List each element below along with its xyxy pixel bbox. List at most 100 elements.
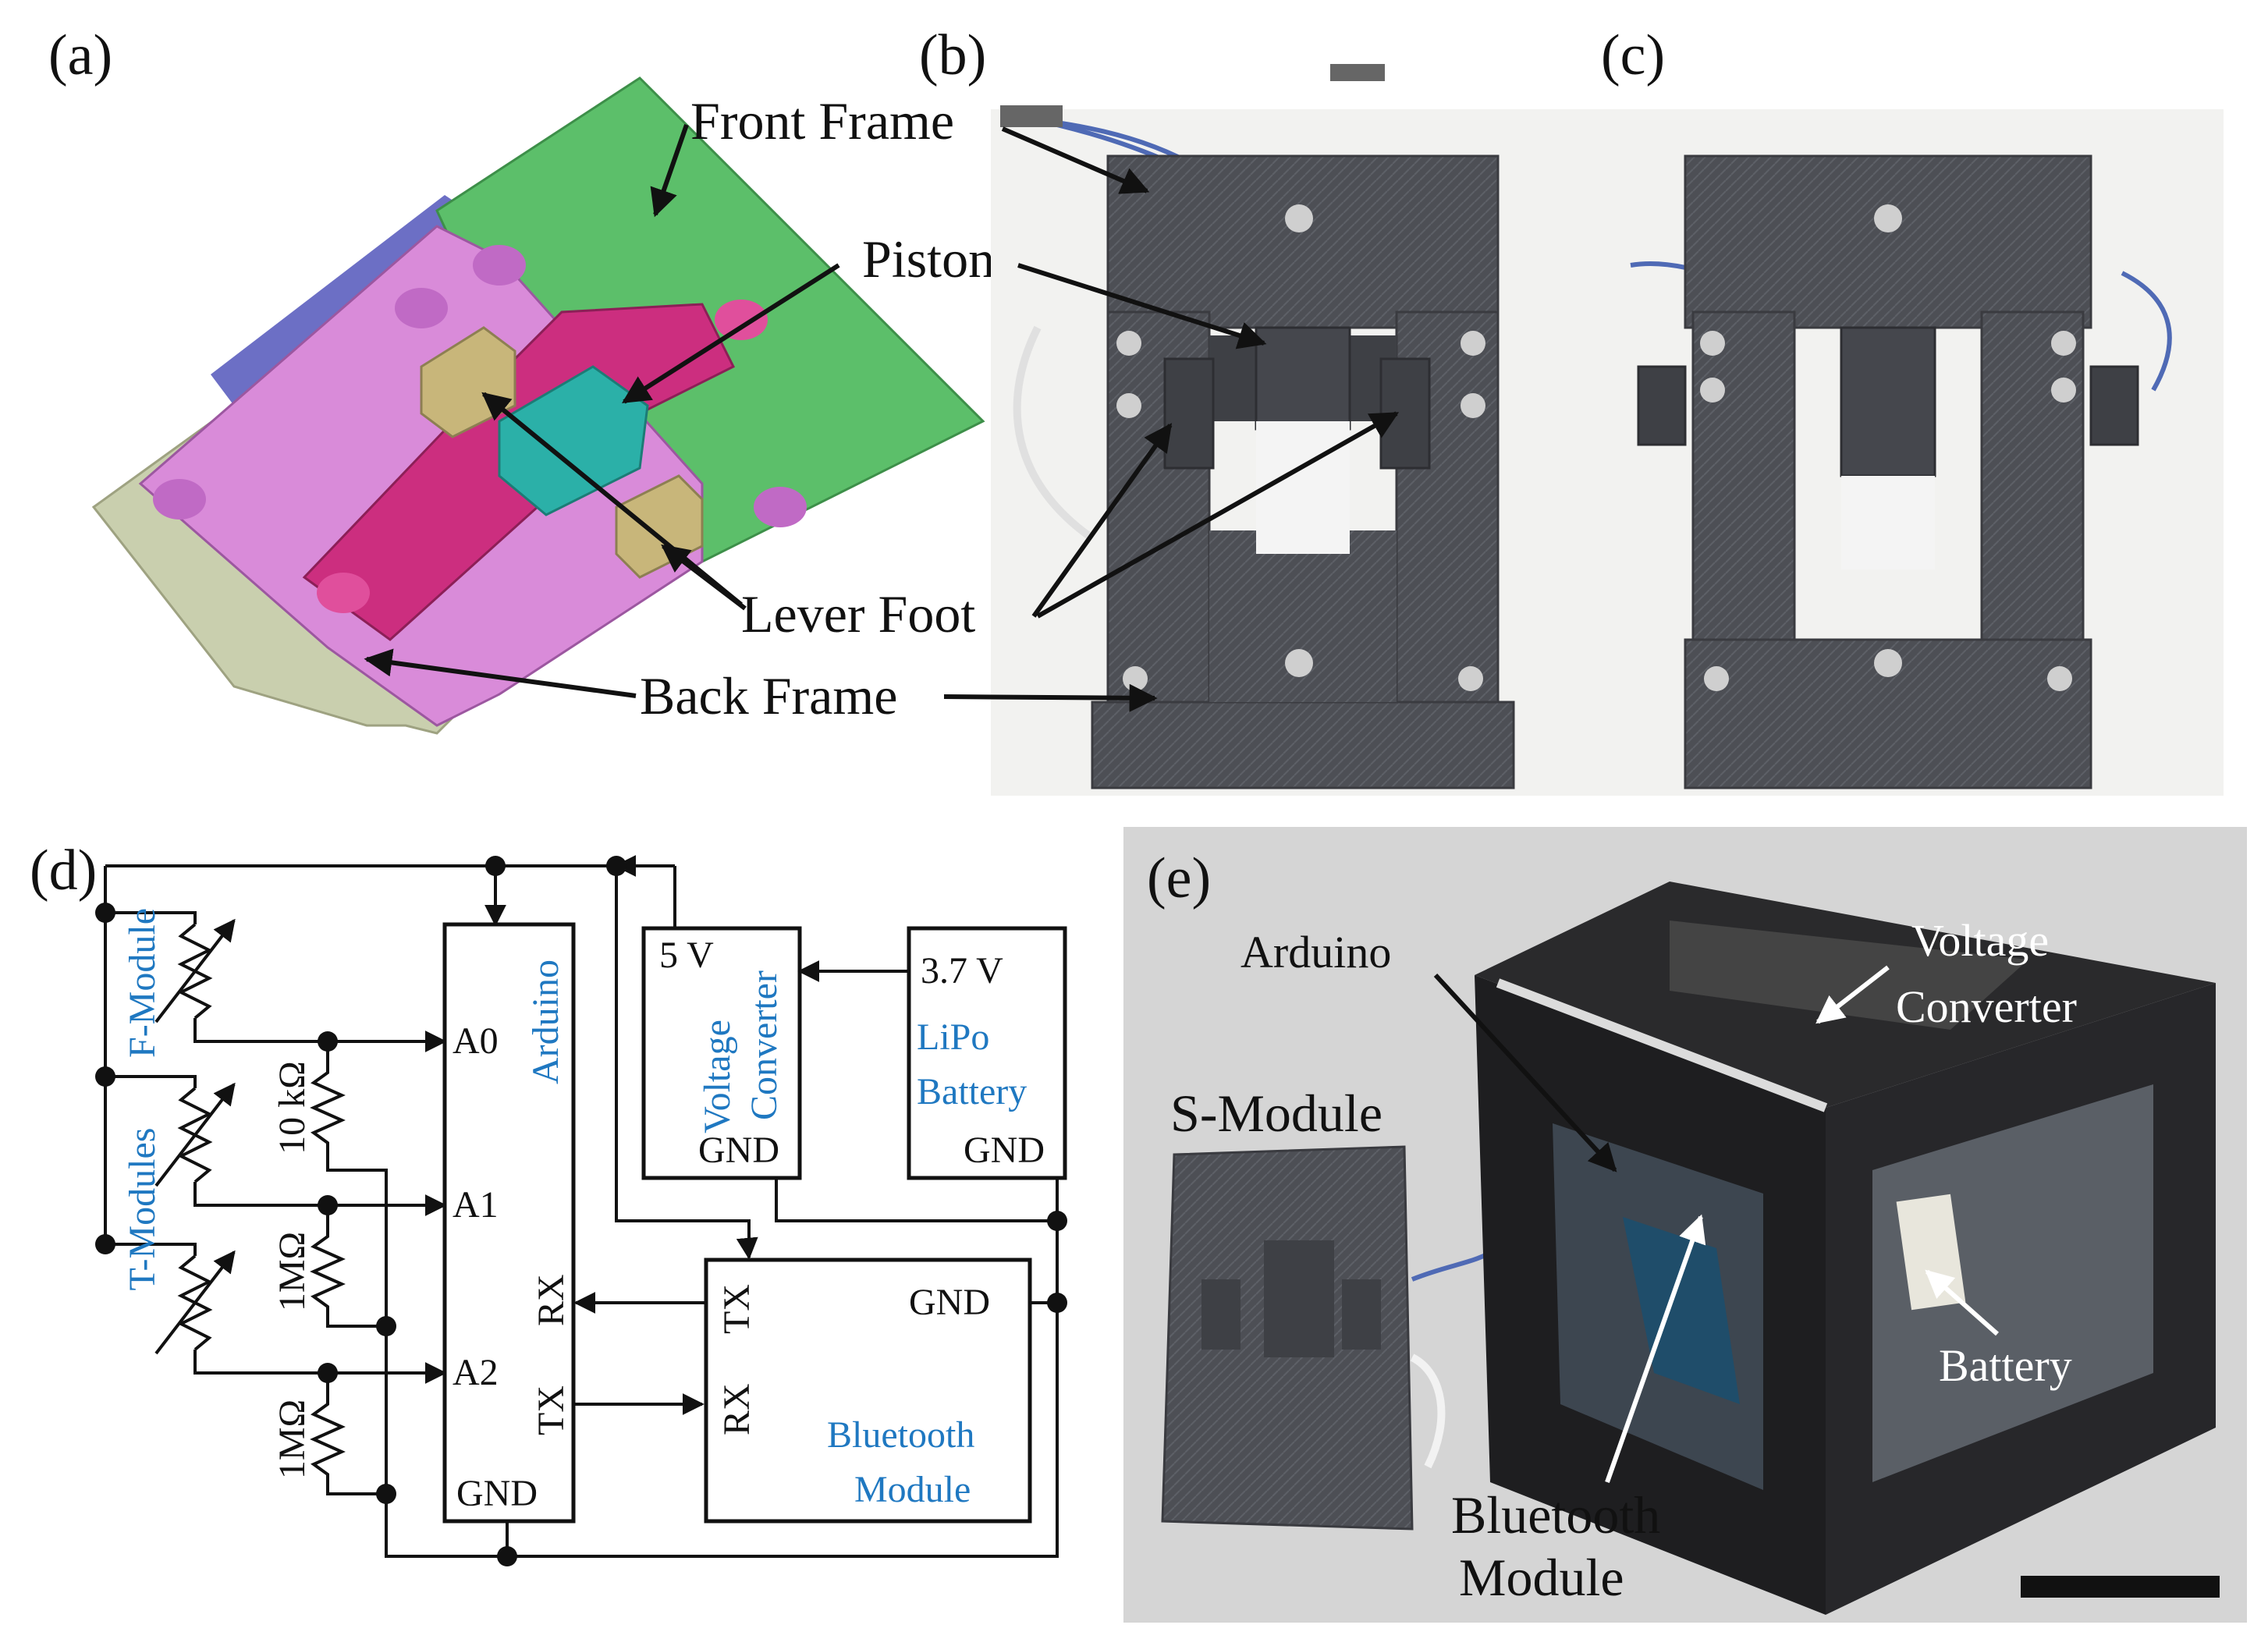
arrow-converter-e [1815,965,1890,1024]
junction-dot [376,1484,396,1504]
scale-bar [2021,1576,2220,1598]
bt-pin-gnd: GND [909,1282,990,1323]
resistor-1m-1-label: 1MΩ [272,1232,313,1311]
arrow-back-frame-a [364,648,637,698]
label-arduino-e: Arduino [1240,927,1391,977]
s-module-photo-e [1161,1145,1500,1531]
t-modules-label: T-Modules [122,1128,163,1291]
junction-dot [1047,1293,1067,1313]
converter-5v: 5 V [659,935,714,976]
junction-dot [1047,1211,1067,1231]
bt-pin-tx: TX [716,1284,758,1334]
bt-title-1: Bluetooth [827,1414,974,1456]
wire [2121,271,2172,392]
arrow-lever-foot-b-1 [1031,423,1173,618]
junction-dot [318,1195,338,1215]
junction-dot [497,1546,517,1566]
bluetooth-block [704,1258,1032,1524]
resistor-1m-1 [310,1205,386,1328]
arduino-pin-tx: TX [531,1385,572,1435]
junction-dot [318,1031,338,1052]
label-front-frame: Front Frame [690,91,954,151]
arrow-piston-b [1017,263,1267,349]
variable-resistor-arrow [154,1082,236,1187]
resistor-1m-2 [310,1373,386,1495]
resistor-1m-2-label: 1MΩ [272,1399,313,1479]
bolt-hole [754,487,807,527]
arduino-block [442,922,576,1524]
panel-label-b: (b) [919,23,986,87]
arduino-pin-a2: A2 [453,1352,499,1393]
label-piston: Piston [862,229,995,289]
bolt-hole [153,479,206,520]
panel-e: (e) Arduino Voltage Converter [1123,827,2247,1623]
label-converter-e-2: Converter [1896,981,2077,1032]
s-module-photo-c [1637,154,2139,789]
label-bluetooth-e-2: Module [1459,1548,1624,1607]
junction-dot [318,1363,338,1383]
junction-dot [606,856,626,876]
junction-dot [376,1316,396,1336]
panel-label-c: (c) [1601,23,1665,87]
panel-label-a: (a) [48,23,112,87]
arduino-pin-a1: A1 [453,1184,499,1226]
arduino-pin-a0: A0 [453,1020,499,1062]
label-s-module-e: S-Module [1170,1084,1382,1143]
label-lever-foot: Lever Foot [741,584,975,644]
arrow-lever-foot-a-1 [481,392,743,607]
arrow-lever-foot-b-2 [1036,411,1400,619]
arrow-back-frame-b [943,683,1158,712]
battery-title-2: Battery [917,1071,1027,1112]
arduino-title: Arduino [525,960,566,1084]
resistor-10k-label: 10 kΩ [272,1061,313,1155]
wire [105,1243,197,1256]
arrow-bluetooth-e [1605,1214,1706,1483]
arrow-front-frame-b [1001,126,1150,194]
label-bluetooth-e-1: Bluetooth [1451,1485,1660,1545]
converter-title-2: Converter [744,970,785,1120]
converter-gnd: GND [698,1130,779,1171]
wire [193,1350,328,1375]
panel-c: (c) [1601,23,2172,789]
junction-dot [95,1066,115,1087]
variable-resistor-arrow [154,1250,236,1355]
converter-gnd-wire [775,1178,1057,1222]
panel-label-e: (e) [1147,846,1211,910]
resistor-10k [310,1041,388,1326]
bolt-hole [317,573,370,613]
wire [193,1182,328,1207]
blue-rail-part [211,195,468,406]
bt-title-2: Module [854,1469,971,1510]
wire-connector [1330,64,1385,81]
arrow-battery-e [1925,1269,1999,1336]
bolt-hole [473,245,526,286]
arrow-lever-foot-a-2 [661,544,747,611]
s-module-photo-b [1091,154,1515,789]
variable-resistor-arrow [154,918,236,1023]
f-module-label: F-Module [122,908,163,1058]
ground-rail [385,1303,1059,1558]
battery-block [907,926,1067,1180]
arrow-piston-a [621,263,840,404]
bolt-hole [715,300,768,340]
battery-voltage: 3.7 V [921,950,1003,992]
arrow-arduino-e [1433,973,1617,1172]
panel-d: (d) A0 A1 A2 GND [30,839,1067,1566]
wire [105,1075,197,1088]
wire [1013,325,1095,542]
label-converter-e-1: Voltage [1911,915,2049,966]
bt-vcc-arrow [736,1236,758,1260]
arrow-front-frame-a [650,124,689,218]
arduino-pin-rx: RX [531,1274,572,1326]
wire-connector [1000,105,1063,127]
battery-title-1: LiPo [917,1016,989,1058]
wire [105,911,197,924]
panel-label-d: (d) [30,839,97,903]
wire [193,1018,328,1043]
enclosure-cube [1475,882,2216,1615]
junction-dot [95,903,115,923]
junction-dot [485,856,506,876]
junction-dot [95,1234,115,1254]
label-back-frame: Back Frame [640,666,897,725]
